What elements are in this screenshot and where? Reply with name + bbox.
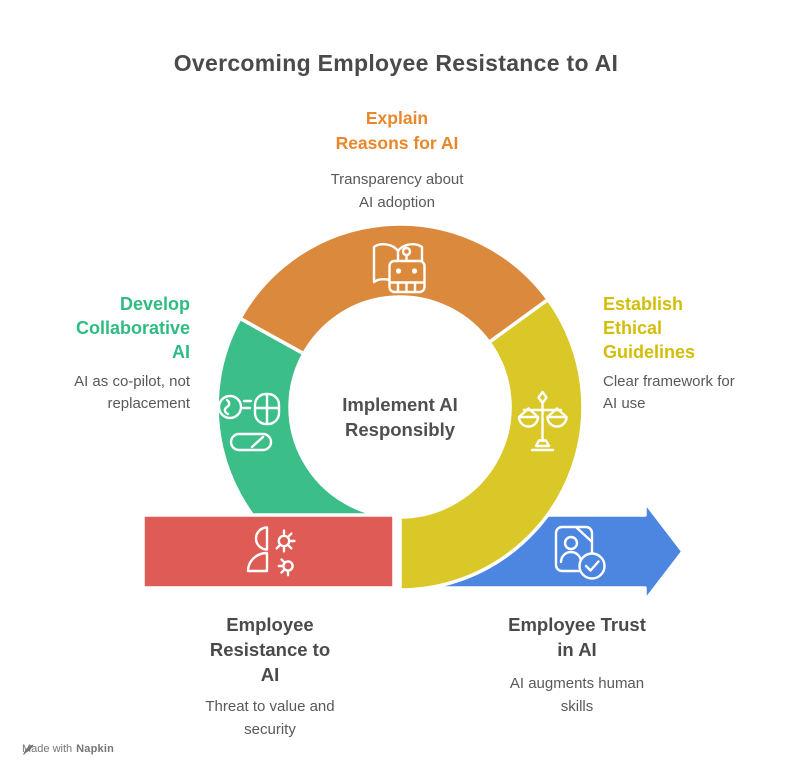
made-with-text: Made with (22, 743, 73, 755)
person-gears-icon (246, 526, 296, 577)
ethical-subtext: Clear framework for AI use (603, 373, 735, 412)
collaborative-subtext: AI as co-pilot, not replacement (74, 373, 190, 412)
scales-icon (517, 390, 568, 452)
resistance-subtext: Threat to value and security (205, 698, 335, 738)
trust-subtext: AI augments human skills (509, 675, 645, 715)
id-badge-check-icon (554, 525, 606, 580)
brain-mouse-toggle-icon (217, 392, 281, 452)
explain-subtext: Transparency about AI adoption (330, 171, 464, 211)
collaborative-label: Develop Collaborative AI (75, 294, 190, 362)
book-robot-icon (372, 243, 426, 294)
trust-label: Employee Trust in AI (508, 614, 646, 660)
ethical-label: Establish Ethical Guidelines (603, 294, 696, 362)
resistance-label: Employee Resistance to AI (209, 614, 331, 685)
center-label: Implement AI Responsibly (342, 394, 458, 440)
band-resistance (141, 513, 396, 590)
napkin-brand-text: Napkin (76, 743, 115, 755)
page-title: Overcoming Employee Resistance to AI (173, 50, 619, 76)
explain-label: Explain Reasons for AI (335, 108, 459, 153)
pen-icon (23, 744, 34, 755)
segment-ethical (398, 296, 585, 592)
made-with-napkin: Made with Napkin (22, 743, 114, 755)
